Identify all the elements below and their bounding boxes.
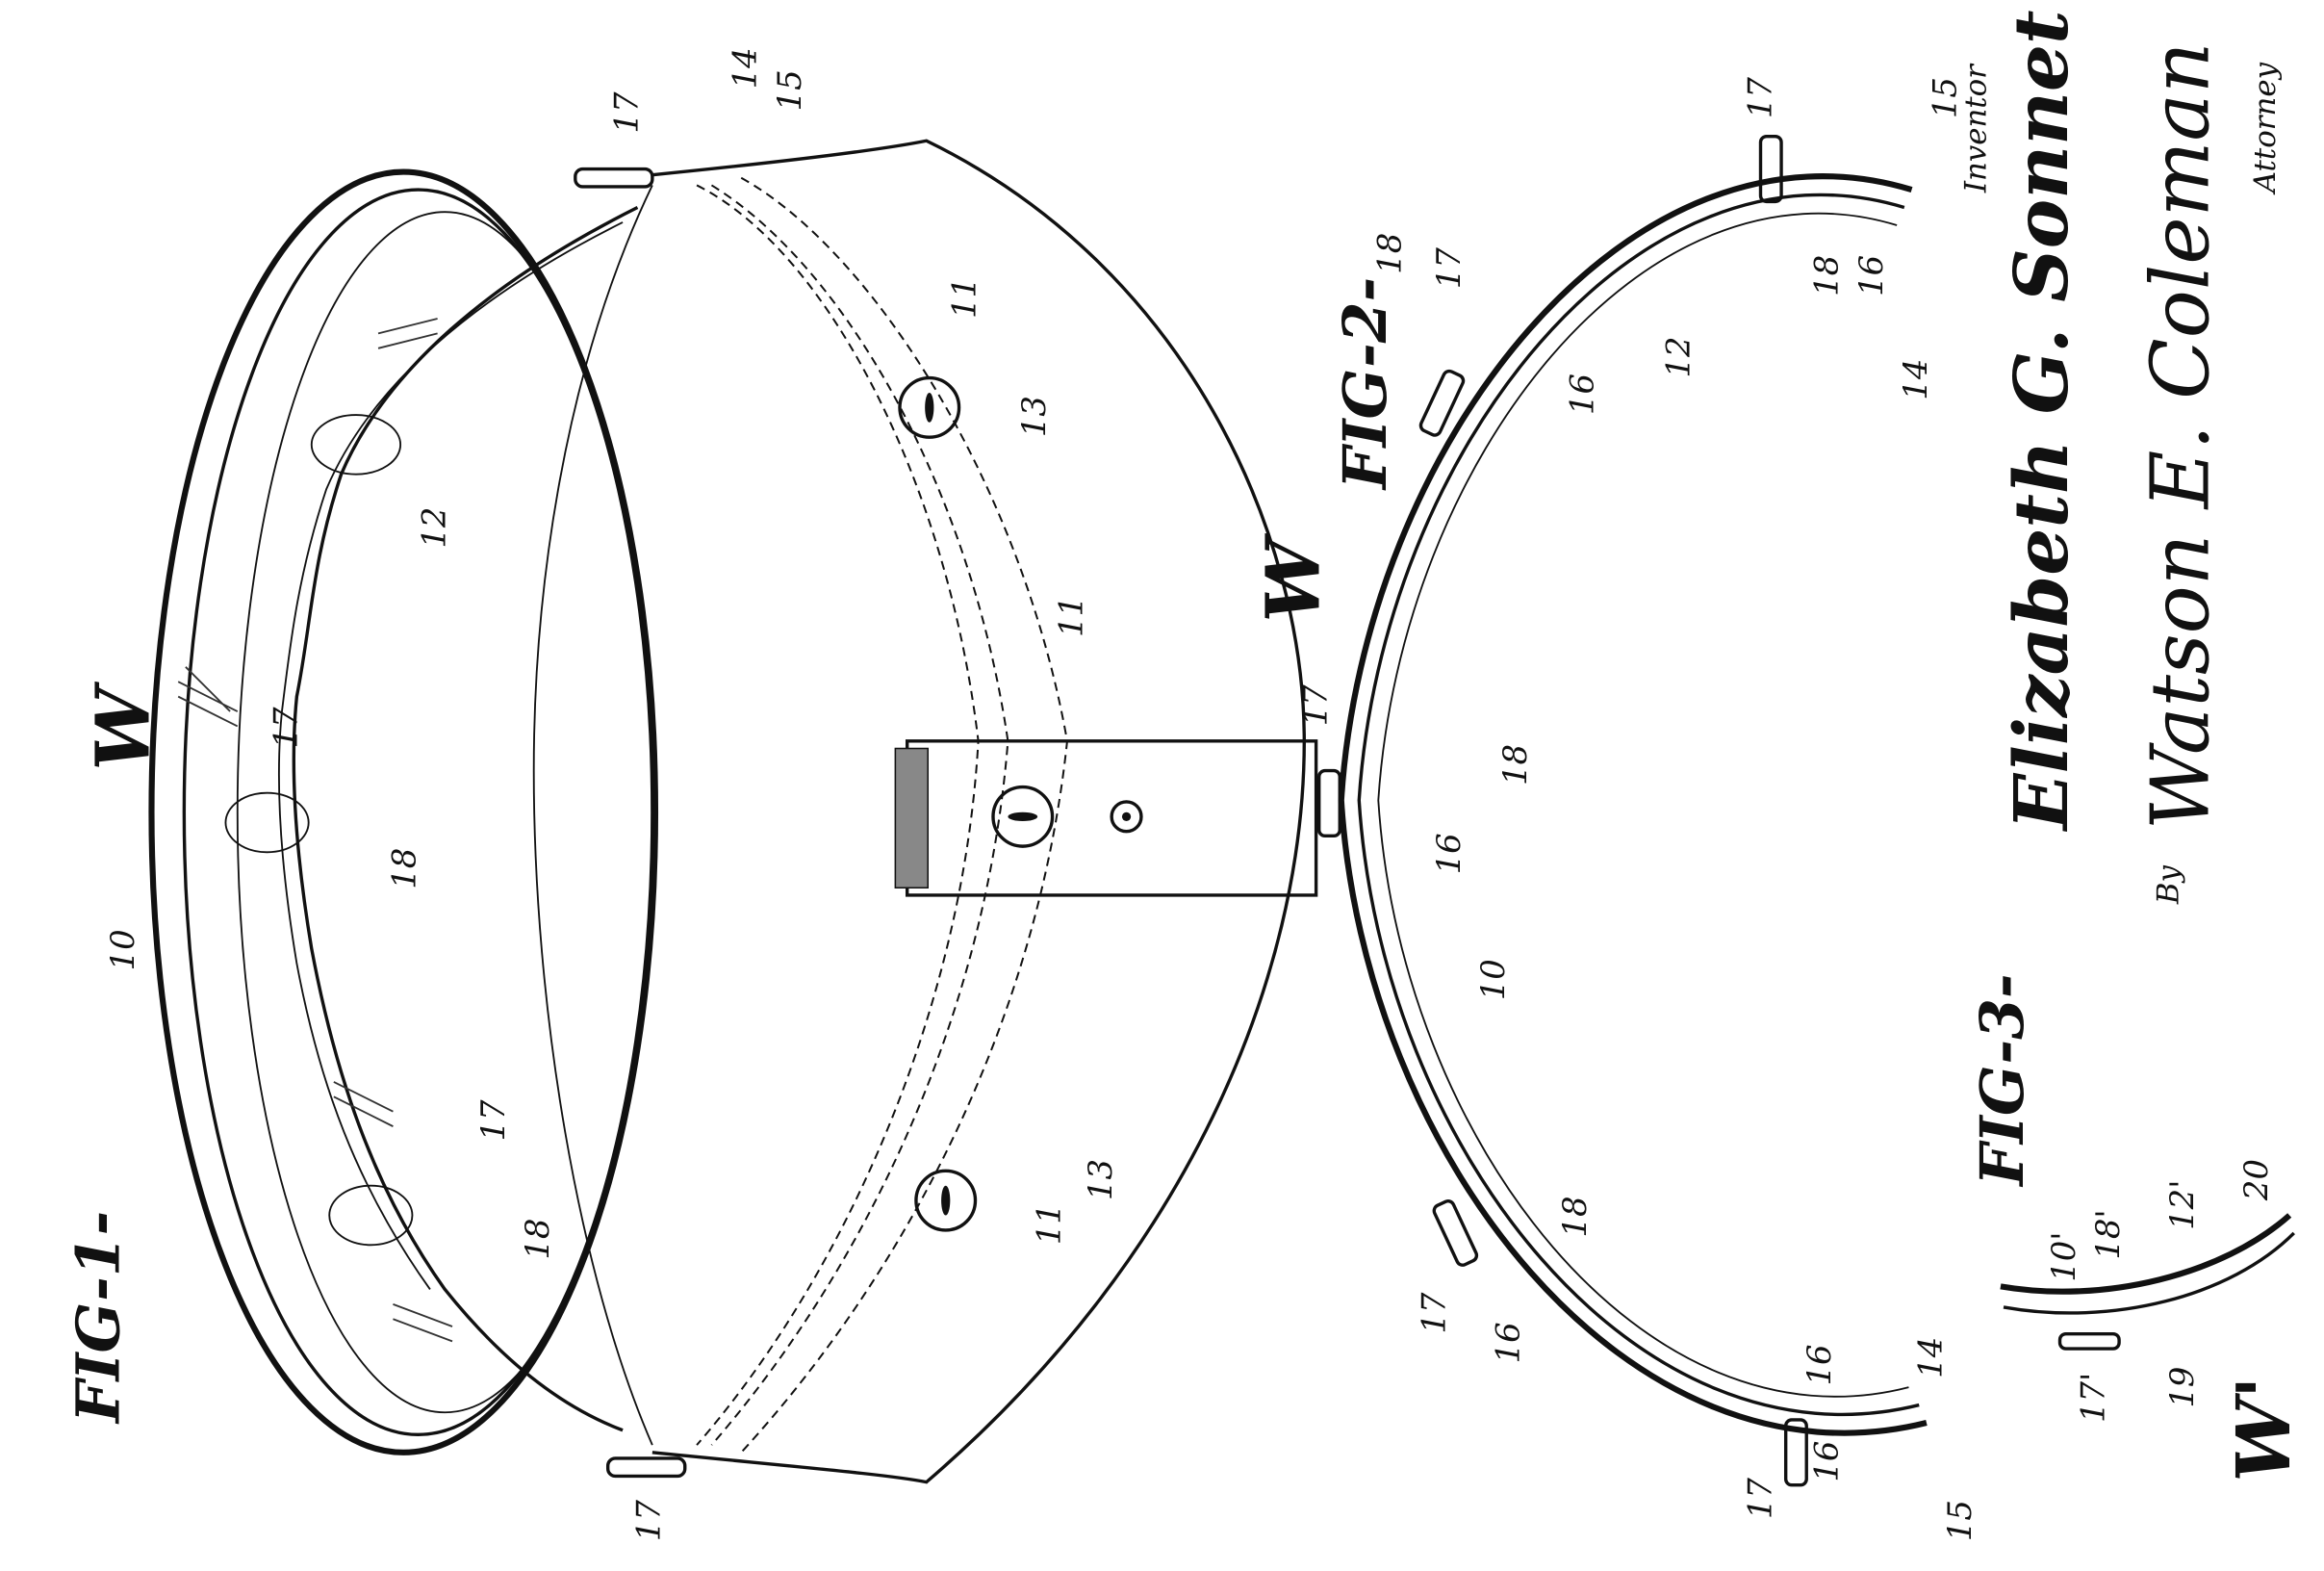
figure-1-title: FIG-1- [64, 1211, 134, 1425]
clip-17 [1758, 134, 1783, 204]
label: 18 [1556, 1196, 1594, 1237]
front-strip-hatch [894, 747, 930, 889]
label: 13 [1082, 1159, 1119, 1200]
label: 13 [1015, 396, 1053, 437]
clip-17 [1418, 369, 1466, 437]
label: 14 [1911, 1337, 1949, 1378]
label: 16 [1564, 373, 1601, 415]
label: 10' [2045, 1231, 2082, 1281]
detail-outer [2000, 1213, 2292, 1295]
eyelet-11-lower [914, 1169, 978, 1232]
inventor-caption: Inventor [1959, 63, 1994, 193]
belt-rim-outer [148, 168, 659, 1455]
label: 15 [1927, 77, 1964, 118]
figure-3-labels: 10' 18' 12' 20 17' 19 W' [2045, 1159, 2308, 1482]
label: 18 [386, 848, 423, 889]
label: 15 [1941, 1500, 1979, 1541]
clip-17-prime [2057, 1331, 2121, 1351]
label: W' [2221, 1377, 2308, 1482]
label: 16 [1490, 1322, 1527, 1363]
label: W [1251, 533, 1338, 623]
clip-17 [1783, 1418, 1808, 1487]
stiffener-12-edge [278, 221, 624, 1291]
figure-3-detail: FIG-3- 10' 18' 12' 20 17' 19 W' [1967, 973, 2308, 1481]
clip-17-top [574, 167, 654, 189]
attorney-signature: Watson E. Coleman [2133, 41, 2227, 830]
attorney-caption: Attorney [2248, 62, 2283, 195]
clip-17 [1317, 768, 1341, 838]
belt-inner-curve [532, 185, 653, 1446]
eyelet-11-center [991, 785, 1055, 848]
eyelet-slot [1008, 811, 1038, 821]
belt-stay-line [236, 211, 653, 1414]
figure-2-section: FIG-2- 17 15 18 16 14 12 18 17 16 W 17 1… [1251, 77, 1979, 1542]
label: 10 [104, 929, 141, 970]
belt-stitching-2 [710, 184, 1009, 1446]
label: 14 [1897, 359, 1934, 400]
label: 11 [1030, 1203, 1067, 1245]
label: 18 [1496, 744, 1534, 786]
seam-detail [328, 1184, 414, 1247]
label: 15 [771, 69, 808, 111]
stiffener-12 [292, 206, 639, 1432]
label: 17 [474, 1099, 512, 1142]
clip-17-bottom [605, 1456, 687, 1479]
belt-stitching-1 [696, 184, 980, 1446]
label: 12 [415, 507, 452, 549]
label: 18 [1370, 233, 1408, 274]
label: 18' [2089, 1209, 2127, 1259]
label: W [80, 682, 166, 771]
label: 10 [1474, 959, 1512, 1000]
label: 17 [1430, 247, 1468, 290]
label: 11 [1052, 596, 1089, 637]
figure-2-title: FIG-2- [1330, 277, 1400, 491]
section-inner [1357, 193, 1920, 1417]
clip-17 [1432, 1199, 1479, 1267]
label: 17 [607, 91, 645, 134]
seam-detail [310, 414, 402, 476]
inventor-name: Elizabeth G. Sonnet [1999, 10, 2085, 832]
label: 16 [1800, 1344, 1838, 1385]
label: 17 [1741, 1478, 1778, 1520]
figure-1-belt: FIG-1- W 10 17 18 17 18 12 11 13 11 11 1… [64, 47, 1318, 1541]
eyelet-11-upper [898, 375, 961, 439]
label: 17 [1741, 77, 1778, 119]
fabric-hatching [177, 318, 453, 1343]
signature-block: Inventor Elizabeth G. Sonnet By Watson E… [1959, 10, 2283, 905]
figure-1-labels: W 10 17 18 17 18 12 11 13 11 11 13 14 15… [80, 47, 1119, 1541]
label: 12 [1660, 337, 1698, 378]
figure-2-labels: 17 15 18 16 14 12 18 17 16 W 17 18 16 10… [1251, 77, 1979, 1542]
by-caption: By [2152, 865, 2186, 906]
label: 11 [946, 277, 983, 319]
label: 16 [1852, 255, 1890, 296]
eyelet-slot [925, 393, 934, 423]
button-center [1121, 811, 1132, 821]
label: 17 [1296, 684, 1334, 727]
label: 17 [630, 1500, 668, 1542]
label: 18 [519, 1219, 556, 1260]
label: 17 [1416, 1292, 1453, 1334]
figure-3-title: FIG-3- [1967, 973, 2037, 1187]
label: 17' [2075, 1373, 2112, 1423]
seam-detail [224, 791, 310, 854]
label: 12' [2163, 1179, 2201, 1229]
label: 16 [1808, 1441, 1846, 1482]
label: 16 [1430, 833, 1468, 874]
section-outer [1338, 173, 1928, 1436]
section-stiffener [1377, 212, 1909, 1398]
label: 18 [1808, 255, 1846, 296]
label: 19 [2163, 1367, 2201, 1408]
button-fastener [1110, 800, 1143, 834]
belt-band-outer-edge [651, 139, 1306, 1484]
label: 17 [267, 707, 304, 749]
detail-inner [2003, 1231, 2295, 1315]
eyelet-slot [941, 1185, 951, 1216]
label: 20 [2237, 1159, 2275, 1201]
label: 14 [727, 47, 764, 89]
